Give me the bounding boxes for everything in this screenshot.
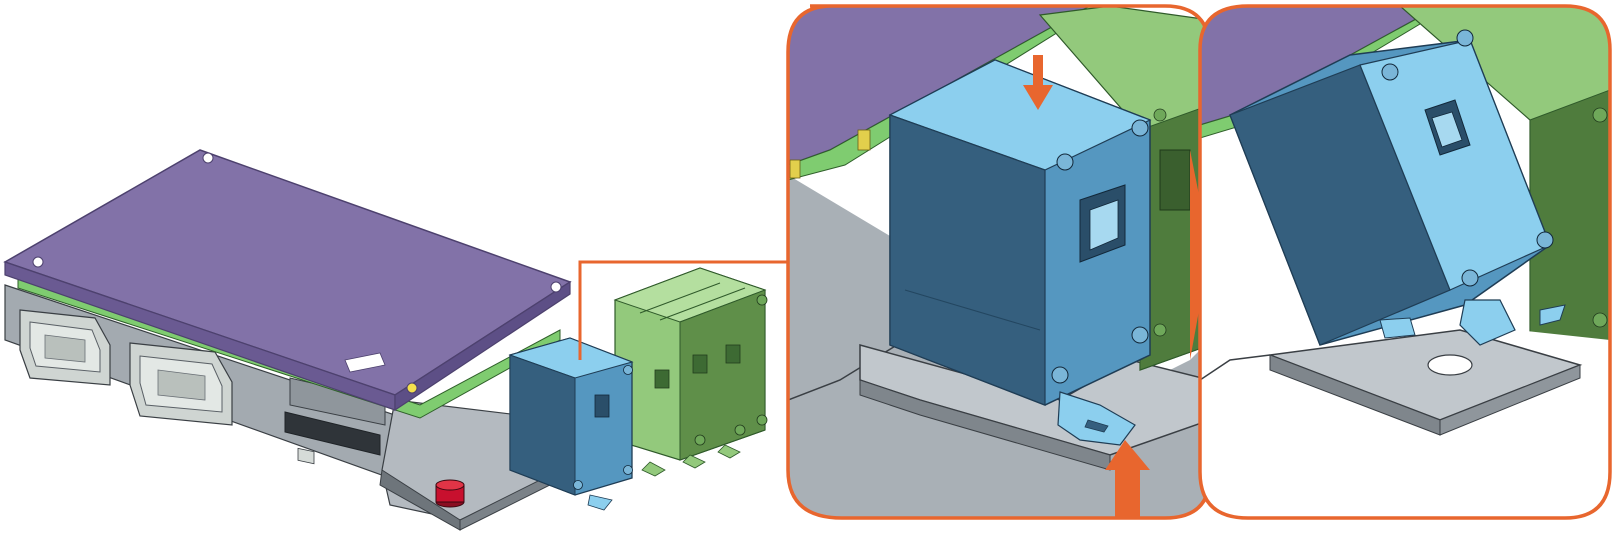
large-connector-left bbox=[19, 309, 111, 386]
green-modules bbox=[613, 267, 768, 477]
rj-connector-strip bbox=[284, 377, 386, 465]
detail-tilted bbox=[1198, 4, 1612, 520]
arrow-down bbox=[1023, 55, 1053, 110]
assembly-overview bbox=[3, 149, 790, 531]
panel-2-border bbox=[1198, 4, 1612, 520]
large-connector-right bbox=[129, 342, 233, 426]
blue-module bbox=[508, 337, 634, 511]
purple-board bbox=[3, 149, 572, 412]
pcb-layer bbox=[17, 274, 561, 419]
callout-leader bbox=[578, 260, 790, 360]
arrow-up bbox=[1105, 440, 1150, 518]
red-cap bbox=[435, 479, 465, 508]
detail-insertion bbox=[786, 4, 1212, 520]
